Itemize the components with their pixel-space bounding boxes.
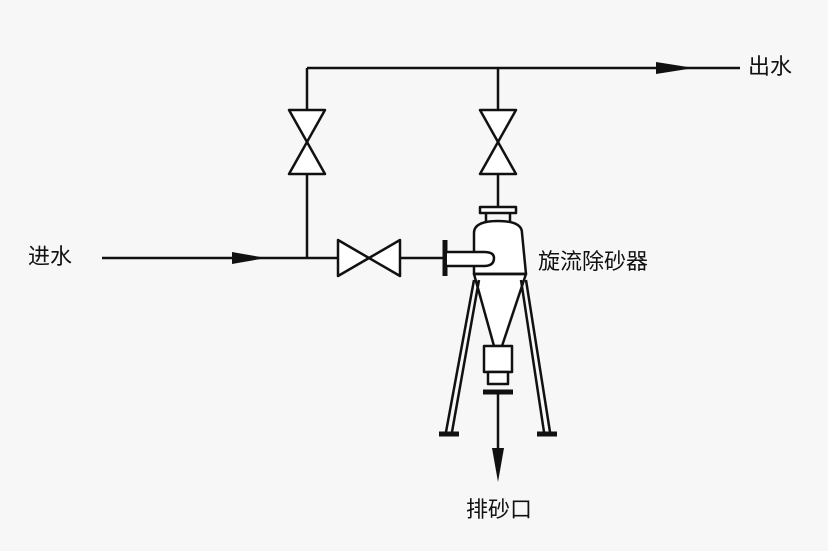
inlet-valve: [336, 238, 402, 278]
inlet-label: 进水: [28, 245, 73, 270]
sand-outlet-label: 排砂口: [466, 498, 533, 523]
inlet-arrow: [232, 252, 266, 264]
bypass-valve: [287, 108, 327, 176]
sand-discharge-arrow: [492, 448, 504, 482]
hydrocyclone-separator: [439, 205, 557, 437]
outlet-label: 出水: [748, 55, 793, 80]
outlet-arrow: [656, 62, 694, 74]
separator-label: 旋流除砂器: [538, 250, 649, 275]
separator-outlet-valve: [478, 108, 518, 176]
